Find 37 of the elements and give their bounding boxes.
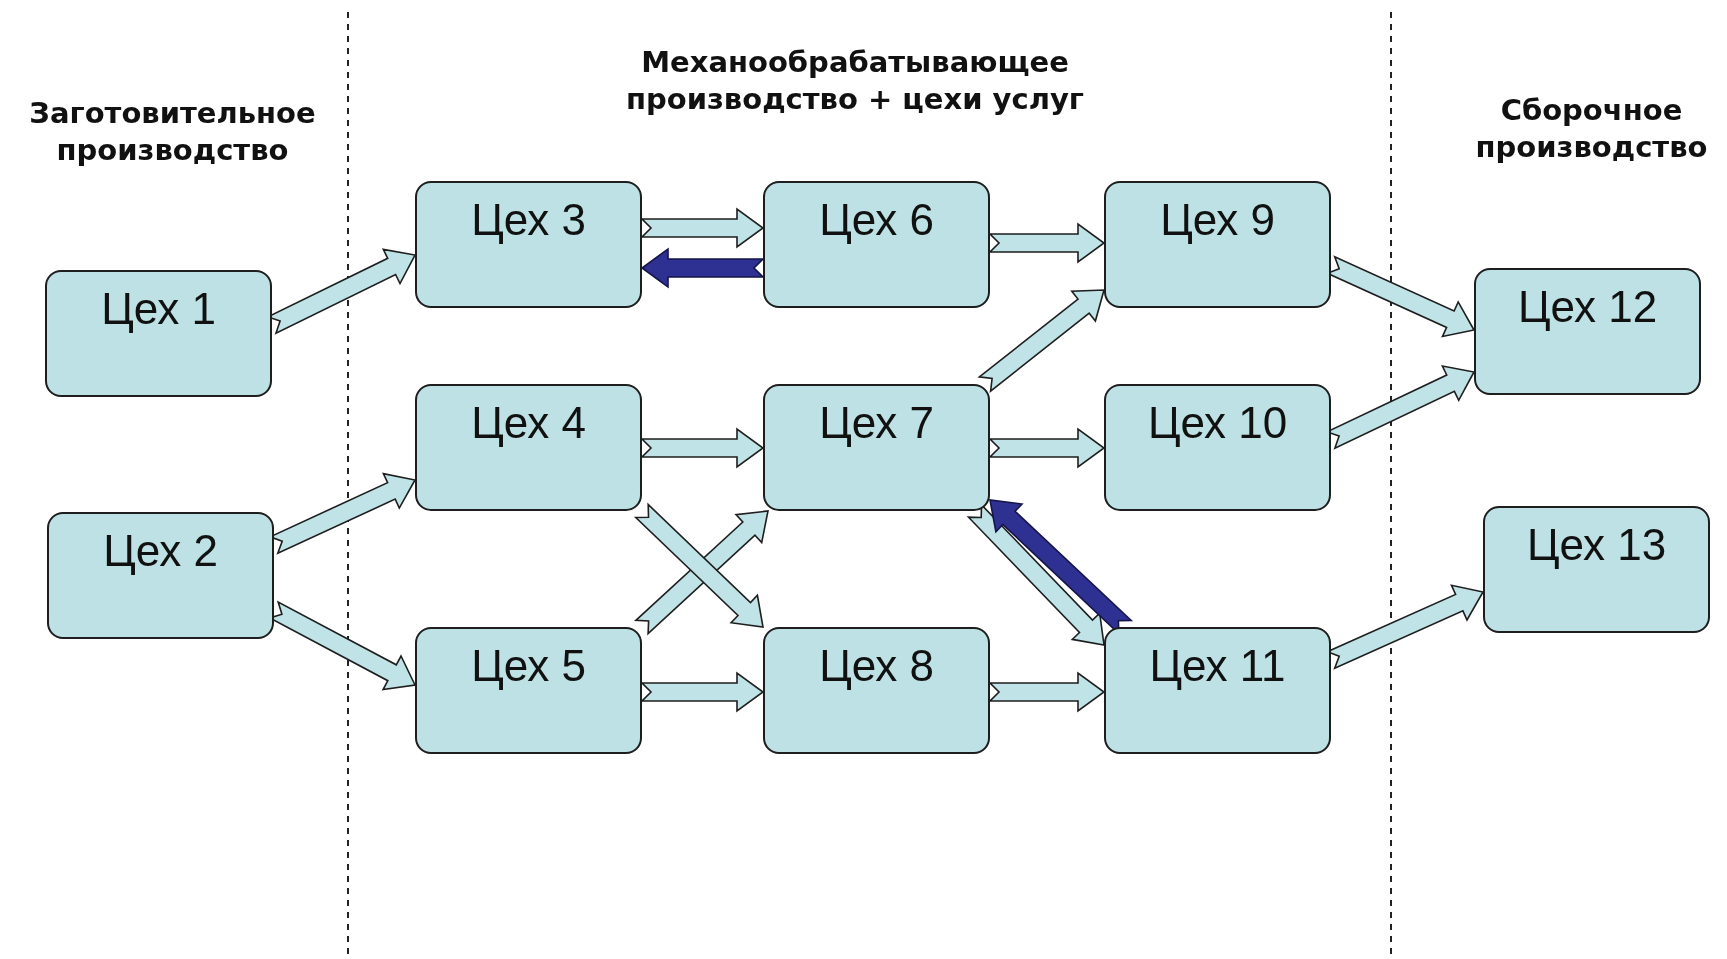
workshop-box	[415, 181, 642, 308]
section-heading: Механообрабатывающее производство + цехи услуг	[625, 44, 1085, 118]
workshop-label: Цех 11	[1149, 641, 1286, 691]
block-arrow	[640, 427, 765, 469]
workshop-box	[1104, 181, 1331, 308]
workshop-box	[763, 384, 990, 511]
workshop-label: Цех 1	[101, 284, 216, 334]
block-arrow	[640, 207, 765, 249]
block-arrow	[640, 671, 765, 713]
workshop-label: Цех 12	[1517, 282, 1658, 332]
workshop-box	[47, 512, 274, 639]
workshop-label: Цех 7	[819, 398, 934, 448]
workshop-label: Цех 6	[819, 195, 934, 245]
section-heading: Сборочное производство	[1474, 92, 1709, 166]
block-arrow	[977, 289, 1106, 393]
workshop-box	[415, 627, 642, 754]
block-arrow	[988, 427, 1106, 469]
workshop-box	[1104, 627, 1331, 754]
workshop-box	[1474, 268, 1701, 395]
workshop-box	[415, 384, 642, 511]
workshop-label: Цех 9	[1160, 195, 1275, 245]
workshop-label: Цех 8	[819, 641, 934, 691]
block-arrow	[640, 247, 765, 289]
workshop-box	[763, 181, 990, 308]
workshop-label: Цех 13	[1526, 520, 1667, 570]
block-arrow	[988, 671, 1106, 713]
block-arrow	[988, 222, 1106, 264]
workshop-label: Цех 4	[471, 398, 586, 448]
workshop-label: Цех 3	[471, 195, 586, 245]
section-heading: Заготовительное производство	[28, 95, 317, 169]
workshop-box	[45, 270, 272, 397]
workshop-label: Цех 2	[103, 526, 218, 576]
workshop-label: Цех 5	[471, 641, 586, 691]
workshop-box	[1483, 506, 1710, 633]
workshop-box	[763, 627, 990, 754]
workshop-label: Цех 10	[1147, 398, 1288, 448]
workshop-box	[1104, 384, 1331, 511]
